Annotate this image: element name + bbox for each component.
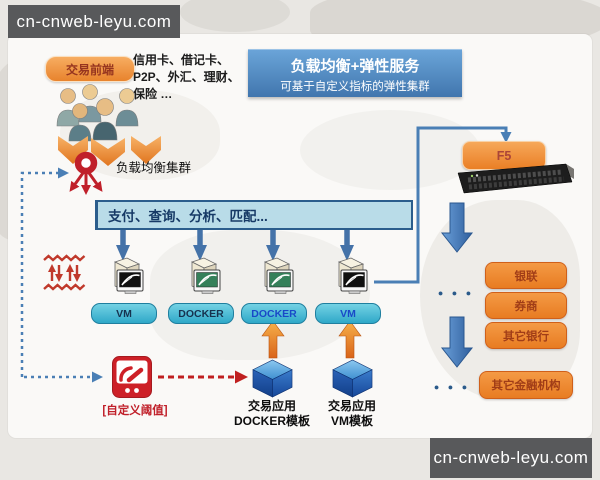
template-cube-icon <box>250 357 295 400</box>
banner-subtitle: 可基于自定义指标的弹性集群 <box>280 81 430 93</box>
elastic-scale-icon <box>43 254 86 291</box>
vm-to-f5-connector <box>374 126 512 284</box>
banner-box: 负载均衡+弹性服务 可基于自定义指标的弹性集群 <box>248 49 462 97</box>
node-label: VM <box>116 307 132 320</box>
banner-title: 负载均衡+弹性服务 <box>290 58 420 75</box>
frontend-label: 交易前端 <box>65 62 114 77</box>
docker-template-up-arrow <box>261 320 285 359</box>
f5-label: F5 <box>496 148 512 163</box>
node-label: DOCKER <box>178 307 224 320</box>
load-balancer-icon <box>69 151 103 195</box>
partner-label: 其它银行 <box>503 330 549 343</box>
template-label-line: 交易应用 <box>247 399 296 413</box>
threshold-feedback-dotted-line <box>20 167 103 383</box>
vm-template-label: 交易应用 VM模板 <box>311 399 393 429</box>
template-cube-icon <box>330 357 375 400</box>
template-label-line: VM模板 <box>330 414 373 428</box>
template-label-line: 交易应用 <box>327 399 376 413</box>
partner-label: 银联 <box>514 270 538 283</box>
watermark-text: cn-cnweb-leyu.com <box>433 448 589 467</box>
docker-template-label: 交易应用 DOCKER模板 <box>231 399 313 429</box>
bar-to-node-arrows <box>116 230 354 261</box>
watermark-text: cn-cnweb-leyu.com <box>16 11 172 31</box>
ellipsis-dots: ● ● ● <box>434 288 478 298</box>
ellipsis-text: ● ● ● <box>433 382 471 392</box>
vm-template-up-arrow <box>338 320 362 359</box>
big-down-arrow-1 <box>440 202 474 253</box>
node-label: DOCKER <box>251 307 297 320</box>
product-line: P2P、外汇、理财、 <box>133 70 240 84</box>
node-badge-docker-1: DOCKER <box>168 303 234 324</box>
node-badge-vm-2: VM <box>315 303 381 324</box>
server-monitor-docker-icon <box>251 256 295 302</box>
threshold-gauge-icon <box>112 356 152 398</box>
services-bar: 支付、查询、分析、匹配... <box>95 200 413 230</box>
partner-box-other-financial: 其它金融机构 <box>479 371 573 399</box>
threshold-label: [自定义阈值] <box>102 405 168 417</box>
template-label-line: DOCKER模板 <box>233 414 310 428</box>
product-line: 信用卡、借记卡、 <box>133 53 230 67</box>
node-badge-vm-1: VM <box>91 303 157 324</box>
server-monitor-vm-icon <box>325 256 369 302</box>
ellipsis-dots: ● ● ● <box>430 382 474 392</box>
product-line: 保险 … <box>133 87 173 101</box>
user-group-icon <box>56 84 139 142</box>
partner-label: 其它金融机构 <box>491 380 561 392</box>
frontend-box: 交易前端 <box>45 56 135 82</box>
load-balancer-label: 负载均衡集群 <box>116 161 192 175</box>
partner-box-other-banks: 其它银行 <box>485 322 567 349</box>
node-label: VM <box>340 307 356 320</box>
server-monitor-docker-icon <box>178 256 222 302</box>
partner-box-unionpay: 银联 <box>485 262 567 289</box>
watermark-bottom-right: cn-cnweb-leyu.com <box>430 438 592 478</box>
watermark-top-left: cn-cnweb-leyu.com <box>8 5 180 38</box>
ellipsis-text: ● ● ● <box>437 288 475 298</box>
product-list-text: 信用卡、借记卡、 P2P、外汇、理财、 保险 … <box>133 52 273 103</box>
f5-appliance-icon <box>457 163 574 194</box>
server-monitor-vm-icon <box>101 256 145 302</box>
partner-label: 券商 <box>514 300 538 313</box>
partner-box-brokers: 券商 <box>485 292 567 319</box>
big-down-arrow-2 <box>440 316 474 368</box>
orange-chevron-arrows-icon <box>58 136 161 166</box>
services-bar-label: 支付、查询、分析、匹配... <box>108 209 268 224</box>
node-badge-docker-2: DOCKER <box>241 303 307 324</box>
